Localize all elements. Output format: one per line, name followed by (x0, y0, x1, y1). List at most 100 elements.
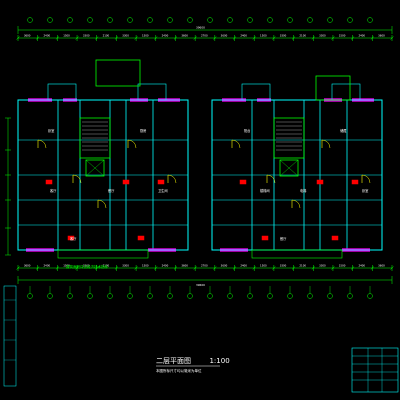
axis-bubble (67, 293, 73, 299)
axis-bubble (187, 293, 193, 299)
axis-bubble (287, 17, 293, 23)
bottom-dim-row-label: 3300 (83, 264, 90, 268)
top-dim-row-slash (272, 36, 276, 40)
top-dim-row-label: 3600 (378, 34, 385, 38)
axis-bubble (27, 293, 33, 299)
block-left-column (122, 179, 130, 185)
axis-bubble (247, 17, 253, 23)
bottom-dim-row-slash (114, 266, 119, 270)
axis-bubble (227, 17, 233, 23)
top-dim-row-label: 2400 (44, 34, 51, 38)
top-dim-row-slash (55, 36, 60, 40)
bottom-dim-row-label: 3600 (181, 264, 188, 268)
block-right-door-swing (266, 174, 276, 184)
bottom-dim-row-label: 3600 (378, 264, 385, 268)
room-label: 客厅 (70, 236, 77, 241)
block-right-stair-core (273, 117, 305, 159)
top-dim-row-label: 1500 (260, 34, 267, 38)
bottom-dim-row-label: 3300 (280, 264, 287, 268)
room-label: 楼梯间 (260, 188, 270, 193)
top-dim-row-slash (36, 36, 40, 40)
axis-bubble (167, 17, 173, 23)
block-left-column (67, 235, 75, 241)
roof-access-left (95, 59, 141, 87)
bottom-dim-row-slash (213, 266, 217, 270)
block-right-door-swing (361, 174, 371, 184)
block-left-door-swing (97, 199, 107, 209)
axis-bubble (267, 293, 273, 299)
block-right-column (316, 179, 324, 185)
axis-bubble (107, 17, 113, 23)
top-dim-row-label: 2400 (358, 34, 365, 38)
block-left-stair-core (79, 117, 111, 159)
axis-bubble (27, 17, 33, 23)
axis-bubble (287, 293, 293, 299)
bottom-dim-row-label: 2400 (162, 264, 169, 268)
block-right-elevator (279, 159, 299, 177)
axis-bubble (147, 17, 153, 23)
bottom-dim-row-label: 2400 (44, 264, 51, 268)
top-dim-row-slash (390, 36, 394, 40)
bottom-dim-row-label: 2400 (358, 264, 365, 268)
top-dim-row-label: 2400 (240, 34, 247, 38)
bottom-dim-row-slash (36, 266, 40, 270)
block-right-bottom-balcony (251, 249, 343, 259)
top-dim-row-slash (213, 36, 217, 40)
top-dim-row-label: 2700 (201, 34, 208, 38)
block-left-column (157, 179, 165, 185)
top-dim-row-slash (370, 36, 374, 40)
top-dim-row-label: 3300 (122, 34, 129, 38)
block-right-column (331, 235, 339, 241)
drawing-note: 建筑面积详见经济技术指标 (66, 265, 108, 269)
bottom-dim-row-label: 2700 (201, 264, 208, 268)
top-dim-row-slash (331, 36, 335, 40)
bottom-dim-row-slash (311, 266, 315, 270)
block-left-balcony (137, 83, 167, 101)
block-left-door-swing (127, 139, 137, 149)
top-dim-row-slash (311, 36, 315, 40)
bottom-dim-row-label: 3300 (319, 264, 326, 268)
top-dim-row-label: 3600 (221, 34, 228, 38)
room-label: 餐厅 (280, 236, 287, 241)
block-left-column (137, 235, 145, 241)
top-dim-row-slash (114, 36, 119, 40)
axis-bubble (347, 293, 353, 299)
top-total-label: 39600 (196, 26, 205, 30)
block-left-balcony (47, 83, 77, 101)
bottom-dim-row-label: 1500 (260, 264, 267, 268)
top-dim-row-slash (95, 36, 99, 40)
block-right-door-swing (291, 199, 301, 209)
room-label: 阳台 (244, 128, 250, 133)
axis-bubble (87, 17, 93, 23)
bottom-dim-row-slash (154, 266, 158, 270)
axis-bubble (87, 293, 93, 299)
bottom-dim-row-slash (193, 266, 197, 270)
top-dim-row-slash (154, 36, 158, 40)
top-dim-row-label: 2400 (162, 34, 169, 38)
axis-bubble (247, 293, 253, 299)
block-right-balcony (331, 83, 361, 101)
bottom-dim-row-slash (75, 266, 79, 270)
axis-bubble (67, 17, 73, 23)
axis-bubble (127, 293, 133, 299)
top-dim-row-slash (193, 36, 197, 40)
bottom-dim-row-label: 1500 (63, 264, 70, 268)
bottom-dim-row-slash (252, 266, 256, 270)
room-label: 卫生间 (158, 188, 168, 193)
drawing-title-row: 二层平面图 1:100 (156, 356, 230, 366)
bottom-dim-row-slash (390, 266, 394, 270)
block-right-column (239, 179, 247, 185)
room-label: 储藏 (340, 128, 347, 133)
block-right-door-swing (231, 139, 241, 149)
block-left-elevator (85, 159, 105, 177)
block-right-elevator-x (279, 159, 299, 177)
bottom-dim-row-slash (95, 266, 99, 270)
top-dim-row-slash (75, 36, 79, 40)
block-left-door-swing (72, 174, 82, 184)
axis-bubble (307, 17, 313, 23)
top-dim-row-label: 3600 (181, 34, 188, 38)
top-dim-row-slash (252, 36, 256, 40)
top-dim-row-slash (350, 36, 355, 40)
room-label: 餐厅 (108, 188, 115, 193)
block-left-bottom-balcony (57, 249, 149, 259)
